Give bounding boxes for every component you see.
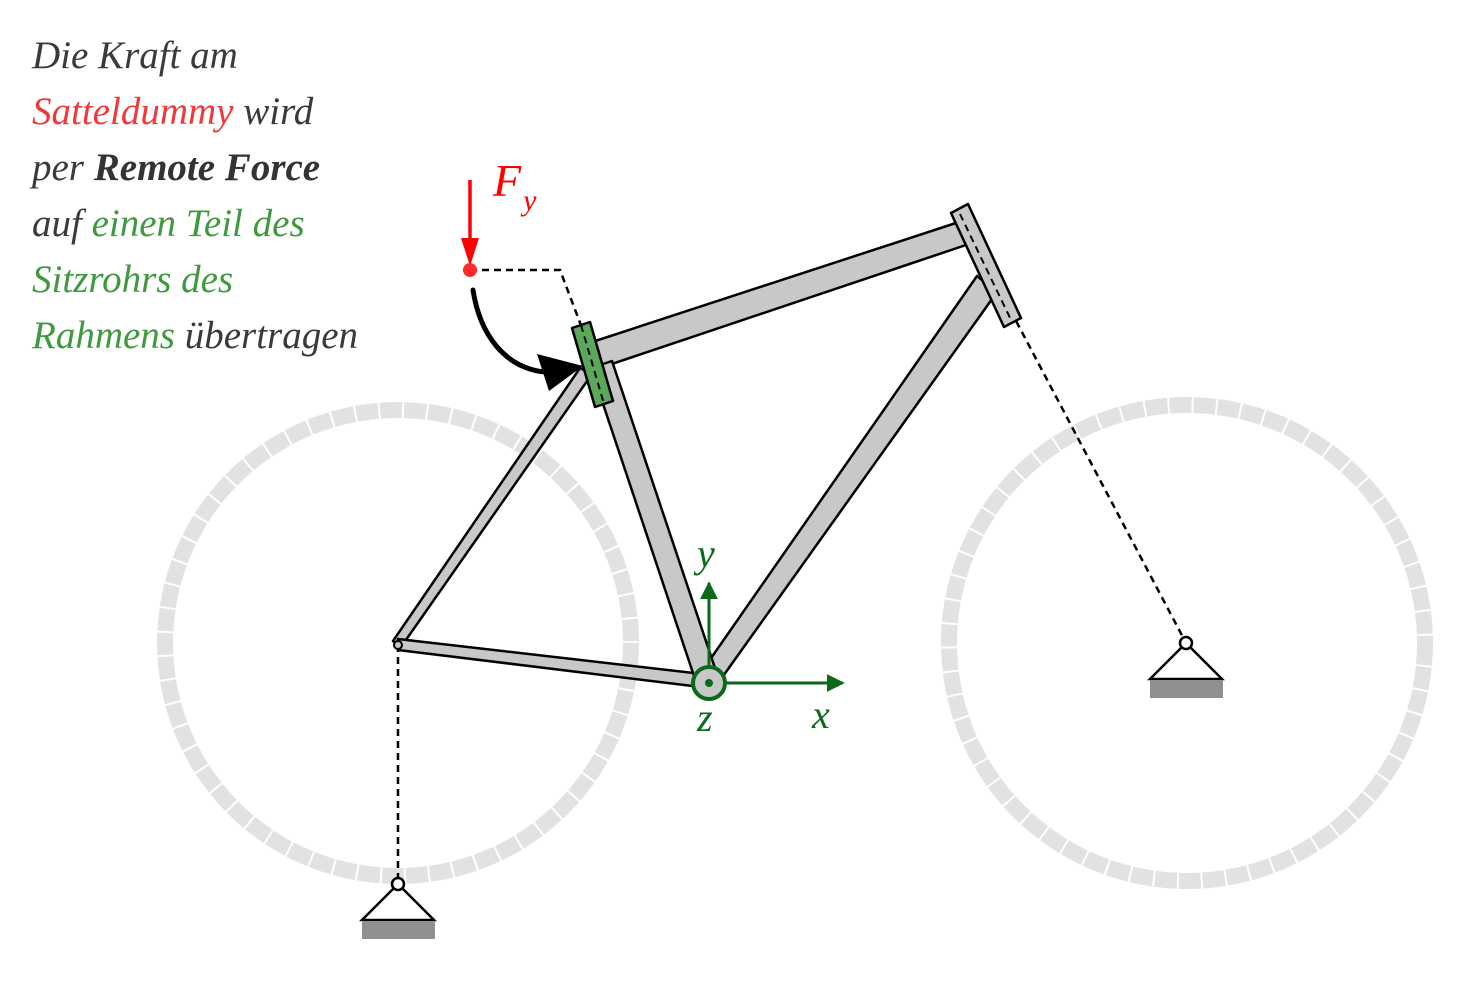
front-axle-link-line [1003, 299, 1188, 644]
description-text: Die Kraft am Satteldummy wird per Remote… [32, 28, 452, 364]
caption-line-6: Rahmens übertragen [32, 308, 452, 364]
caption-line-1: Die Kraft am [32, 34, 238, 77]
y-axis-label: y [693, 531, 715, 576]
rear-support [358, 876, 438, 939]
z-axis-label: z [696, 695, 713, 740]
satteldummy-label: Satteldummy [32, 90, 234, 133]
force-label: Fy [492, 155, 537, 217]
caption-line-4-green: einen Teil des [91, 202, 305, 245]
caption-line-3: per Remote Force [32, 140, 452, 196]
caption-line-6-rest: übertragen [174, 314, 359, 357]
seat-dummy-point [463, 263, 477, 277]
chain-stay [396, 637, 713, 690]
remote-force-label: Remote Force [93, 146, 321, 189]
caption-line-4: auf einen Teil des [32, 196, 452, 252]
head-tube [949, 202, 1023, 329]
head-tube-axis [959, 213, 1013, 323]
transfer-arrow [470, 287, 548, 375]
front-support [1146, 635, 1226, 698]
rear-dropout-point [393, 640, 403, 650]
caption-line-2-rest: wird [233, 90, 314, 133]
transfer-arrowhead [537, 354, 583, 391]
caption-line-5: Sitzrohrs des [32, 252, 452, 308]
force-fy: Fy [461, 155, 537, 277]
down-tube [698, 274, 999, 688]
caption-line-6-green: Rahmens [32, 314, 175, 357]
seat-tube [589, 359, 721, 687]
coordinate-system: x y z [691, 531, 845, 740]
caption-line-4-start: auf [32, 202, 92, 245]
seat-tube-highlight-axis [580, 324, 605, 405]
caption-line-2: Satteldummy wird [32, 84, 452, 140]
force-subscript: y [520, 184, 537, 217]
remote-force-link-line [470, 268, 584, 329]
caption-line-3-start: per [32, 146, 94, 189]
top-tube [581, 219, 971, 373]
force-arrowhead [461, 238, 479, 266]
caption-line-5-green: Sitzrohrs des [32, 258, 234, 301]
x-axis-label: x [811, 692, 830, 737]
z-axis-dot [705, 679, 713, 687]
front-wheel [941, 397, 1433, 889]
